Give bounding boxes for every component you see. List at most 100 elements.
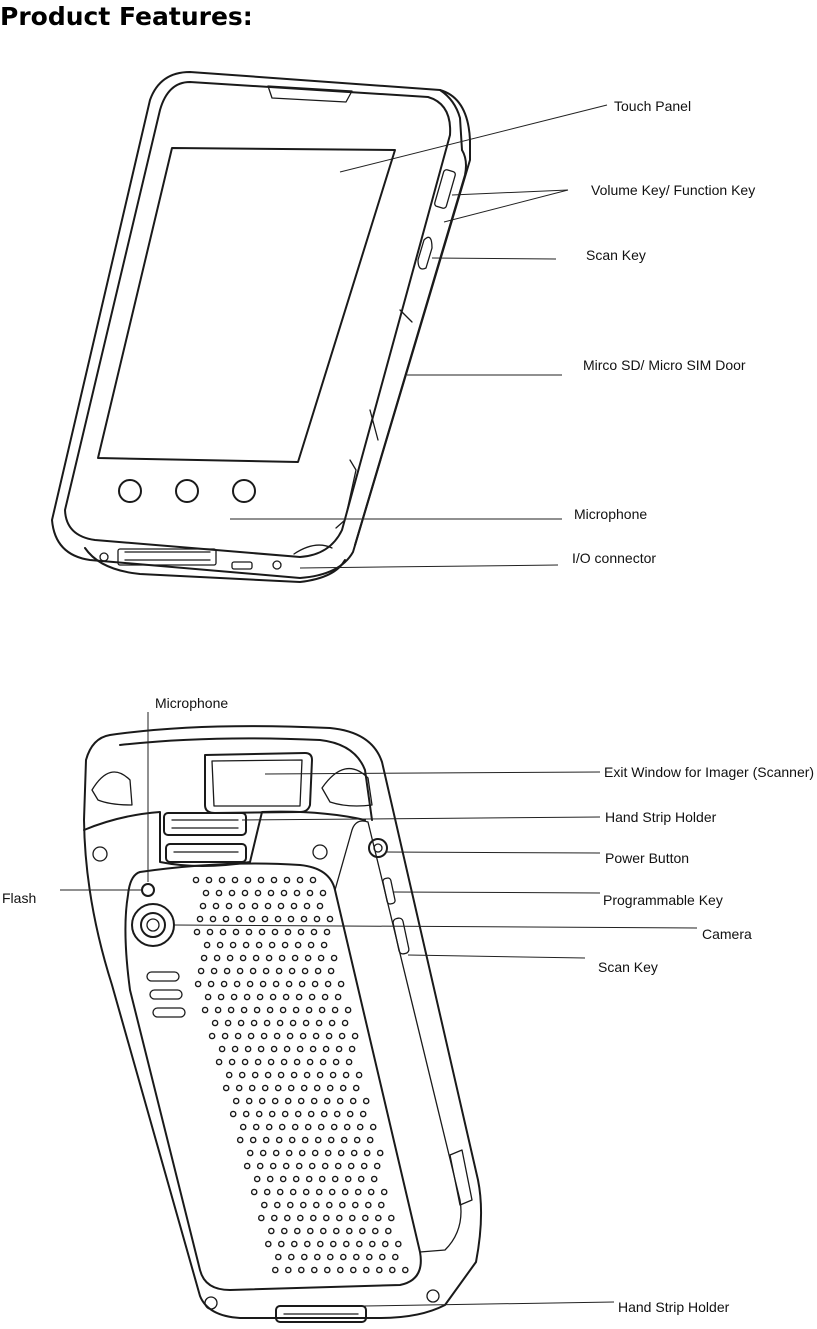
perforation-dot: [246, 980, 254, 988]
front-labels: Touch Panel Volume Key/ Function Key Sca…: [572, 98, 755, 566]
perforation-dot: [281, 941, 289, 949]
perforation-dot: [270, 876, 278, 884]
perforation-dot: [245, 1097, 253, 1105]
perforation-dot: [215, 889, 223, 897]
perforation-dot: [305, 1175, 313, 1183]
perforation-dot: [276, 1188, 284, 1196]
perforation-dot: [244, 1045, 252, 1053]
perforation-dot: [238, 1071, 246, 1079]
perforation-dot: [306, 889, 314, 897]
label-flash: Flash: [2, 890, 36, 906]
perforation-dot: [298, 1149, 306, 1157]
perforation-dot: [376, 1149, 384, 1157]
home-key-icon: [175, 479, 199, 503]
scan-key-shape: [417, 236, 433, 270]
perforation-dot: [329, 1240, 337, 1248]
perforation-dot: [283, 1214, 291, 1222]
perforation-dot: [370, 1175, 378, 1183]
perforation-dot: [248, 1084, 256, 1092]
perforation-dot: [202, 889, 210, 897]
perforation-dot: [322, 1214, 330, 1222]
perforation-dot: [311, 1149, 319, 1157]
perforation-dot: [306, 1058, 314, 1066]
perforation-dot: [323, 1266, 331, 1274]
perforation-dot: [217, 993, 225, 1001]
perforation-dot: [320, 1110, 328, 1118]
perforation-dot: [296, 1214, 304, 1222]
perforation-dot: [267, 1227, 275, 1235]
perforation-dot: [193, 928, 201, 936]
perforation-dot: [362, 1097, 370, 1105]
perforation-dot: [345, 1227, 353, 1235]
perforation-dot: [222, 915, 230, 923]
perforation-dot: [308, 993, 316, 1001]
perforation-dot: [261, 1084, 269, 1092]
perforation-dot: [277, 902, 285, 910]
perforation-dot: [288, 967, 296, 975]
perforation-dot: [266, 1175, 274, 1183]
volume-key-shape: [434, 169, 456, 209]
label-io-connector: I/O connector: [572, 550, 656, 566]
perforation-dot: [319, 1227, 327, 1235]
perforation-dot: [282, 993, 290, 1001]
perforation-dot: [304, 1123, 312, 1131]
perforation-dot: [319, 1058, 327, 1066]
perforation-dot: [275, 967, 283, 975]
perforation-dot: [325, 1032, 333, 1040]
perforation-dot: [221, 1032, 229, 1040]
perforation-dot: [364, 1201, 372, 1209]
perforation-dot: [280, 1227, 288, 1235]
perforation-dot: [263, 1019, 271, 1027]
perforation-dot: [337, 980, 345, 988]
perforation-dot: [275, 1136, 283, 1144]
perforation-dot: [306, 1227, 314, 1235]
perforation-dot: [242, 941, 250, 949]
perforation-dot: [201, 1006, 209, 1014]
perforation-dot: [281, 1110, 289, 1118]
perforation-dot: [287, 1253, 295, 1261]
perforation-dot: [257, 876, 265, 884]
perforation-dot: [348, 1045, 356, 1053]
perforation-dot: [271, 1266, 279, 1274]
perforation-dot: [368, 1240, 376, 1248]
perforation-dot: [265, 1123, 273, 1131]
perforation-dot: [300, 1084, 308, 1092]
perforation-dot: [331, 1175, 339, 1183]
perforation-dot: [214, 1006, 222, 1014]
perforation-dot: [199, 902, 207, 910]
perforation-dot: [264, 1240, 272, 1248]
perforation-dot: [206, 928, 214, 936]
perforation-dot: [292, 1175, 300, 1183]
perforation-dot: [312, 1201, 320, 1209]
perforation-dot: [313, 1253, 321, 1261]
perforation-dot: [283, 876, 291, 884]
perforation-dot: [236, 1136, 244, 1144]
perforation-dot: [322, 1045, 330, 1053]
perforation-dot: [300, 915, 308, 923]
back-leader-lines: [60, 712, 698, 1307]
perforation-dot: [265, 954, 273, 962]
perforation-dot: [216, 941, 224, 949]
perforation-dot: [291, 954, 299, 962]
perforation-dot: [332, 1058, 340, 1066]
perforation-dot: [259, 980, 267, 988]
perforation-dot: [391, 1253, 399, 1261]
perforation-dot: [327, 967, 335, 975]
perforation-dot: [293, 1058, 301, 1066]
label-sd-sim-door: Mirco SD/ Micro SIM Door: [583, 357, 746, 373]
perforation-dot: [241, 889, 249, 897]
perforation-dot: [325, 1201, 333, 1209]
perforation-dot: [264, 1071, 272, 1079]
perforation-dot: [334, 993, 342, 1001]
perforation-dot: [352, 1084, 360, 1092]
perforation-dot: [239, 954, 247, 962]
perforation-dot: [381, 1240, 389, 1248]
label-microphone-front: Microphone: [574, 506, 647, 522]
perforation-dot: [208, 1032, 216, 1040]
perforation-dot: [294, 1110, 302, 1118]
perforation-dot: [283, 1045, 291, 1053]
perforation-dot: [298, 980, 306, 988]
perforation-dot: [231, 1045, 239, 1053]
battery-cover-perforations: [192, 876, 409, 1274]
